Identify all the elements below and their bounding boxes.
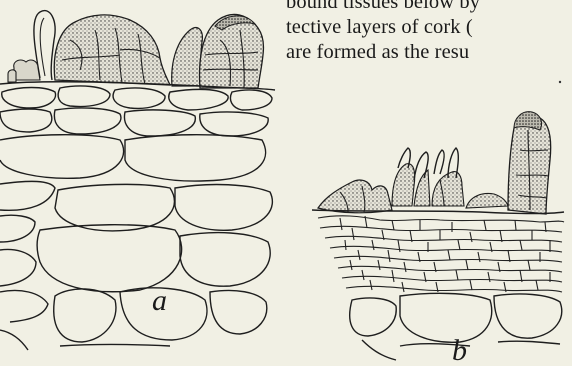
figure-label-b: b bbox=[452, 334, 467, 366]
figure-b bbox=[312, 112, 564, 360]
figure-a bbox=[0, 11, 275, 350]
figure-label-a: a bbox=[152, 284, 167, 317]
spore-mass-1 bbox=[54, 15, 170, 85]
